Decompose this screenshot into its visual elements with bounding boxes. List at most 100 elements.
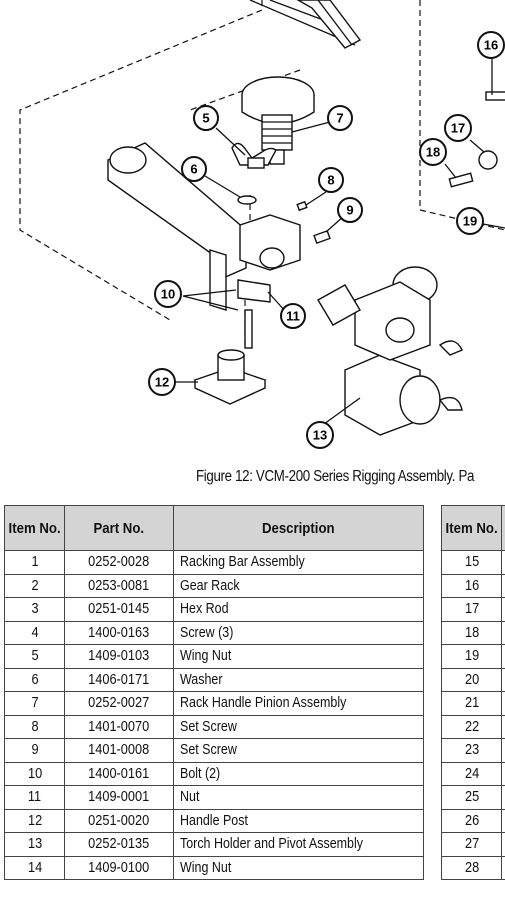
item-number-cell: 22 [440,714,503,739]
svg-text:9: 9 [346,203,353,218]
table-row: 26 [440,808,505,833]
part-number-cell [501,855,505,880]
table-row: 24 [440,761,505,786]
header-description: Description [172,505,425,551]
header-part-no: Part No. [64,505,174,551]
item-number-cell: 26 [440,808,503,833]
description-cell: Set Screw [172,738,425,763]
item-number-cell: 9 [3,738,66,763]
part-number-cell: 1400-0163 [64,620,174,645]
wing-nut-5 [231,142,277,169]
item-number-cell: 8 [3,714,66,739]
item-number-cell: 16 [440,573,503,598]
item-number-cell: 5 [3,644,66,669]
table-row: 17 [440,597,505,622]
table-row: 27 [440,832,505,857]
part-number-cell: 1409-0103 [64,644,174,669]
item-number-cell: 6 [3,667,66,692]
callout-8: 8 [318,167,344,193]
item-number-cell: 12 [3,808,66,833]
svg-text:10: 10 [161,287,175,302]
description-cell: Screw (3) [172,620,425,645]
item-number-cell: 19 [440,644,503,669]
svg-text:16: 16 [484,38,498,53]
description-cell: Nut [172,785,425,810]
description-cell: Handle Post [172,808,425,833]
svg-text:7: 7 [336,111,343,126]
svg-text:13: 13 [313,428,327,443]
description-cell: Wing Nut [172,644,425,669]
table-row: 19 [440,644,505,669]
callout-9: 9 [337,197,363,223]
callout-16: 16 [477,31,505,59]
table-row: 15 [440,550,505,575]
part-number-cell: 0253-0081 [64,573,174,598]
table-row: 20 [440,667,505,692]
description-cell: Racking Bar Assembly [172,550,425,575]
racking-bar [249,0,362,49]
description-cell: Washer [172,667,425,692]
item-number-cell: 21 [440,691,503,716]
description-cell: Rack Handle Pinion Assembly [172,691,425,716]
callout-7: 7 [327,105,353,131]
item-number-cell: 1 [3,550,66,575]
washer-6 [237,195,257,205]
part-number-cell: 1409-0100 [64,855,174,880]
table-row: 23 [440,738,505,763]
part-number-cell: 1400-0161 [64,761,174,786]
item-number-cell: 3 [3,597,66,622]
description-cell: Torch Holder and Pivot Assembly [172,832,425,857]
description-cell: Bolt (2) [172,761,425,786]
callout-12: 12 [148,368,176,396]
svg-text:18: 18 [426,145,440,160]
item-number-cell: 23 [440,738,503,763]
callout-5: 5 [193,105,219,131]
item-number-cell: 27 [440,832,503,857]
clamp-block [237,214,301,349]
item-number-cell: 10 [3,761,66,786]
header-part-no-continued [501,505,505,551]
table-row: 22 [440,714,505,739]
table-row: 21 [440,691,505,716]
part-number-cell: 1406-0171 [64,667,174,692]
parts-table-header: Item No. Part No. Description [3,505,425,551]
table-row: 18 [440,620,505,645]
item-number-cell: 13 [3,832,66,857]
item-number-cell: 17 [440,597,503,622]
torch-holder-13 [317,266,463,436]
part-number-cell: 0252-0135 [64,832,174,857]
svg-text:6: 6 [190,162,197,177]
handle-post-12 [193,349,267,405]
handle-bar [107,142,247,311]
set-screw-8 [296,200,308,212]
svg-text:5: 5 [202,111,209,126]
item-number-cell: 20 [440,667,503,692]
part-number-cell: 0251-0145 [64,597,174,622]
part-number-cell: 0252-0028 [64,550,174,575]
exploded-assembly-drawing: 5 6 7 8 9 10 11 12 13 16 17 18 19 [19,0,505,449]
callout-10: 10 [154,280,182,308]
part-number-cell: 1409-0001 [64,785,174,810]
svg-text:17: 17 [451,121,465,136]
figure-caption: Figure 12: VCM-200 Series Rigging Assemb… [196,468,475,485]
item-number-cell: 24 [440,761,503,786]
item-number-cell: 15 [440,550,503,575]
description-cell: Wing Nut [172,855,425,880]
part-number-cell: 1401-0070 [64,714,174,739]
description-cell: Set Screw [172,714,425,739]
header-item-no: Item No. [3,505,66,551]
header-item-no-continued: Item No. [440,505,503,551]
